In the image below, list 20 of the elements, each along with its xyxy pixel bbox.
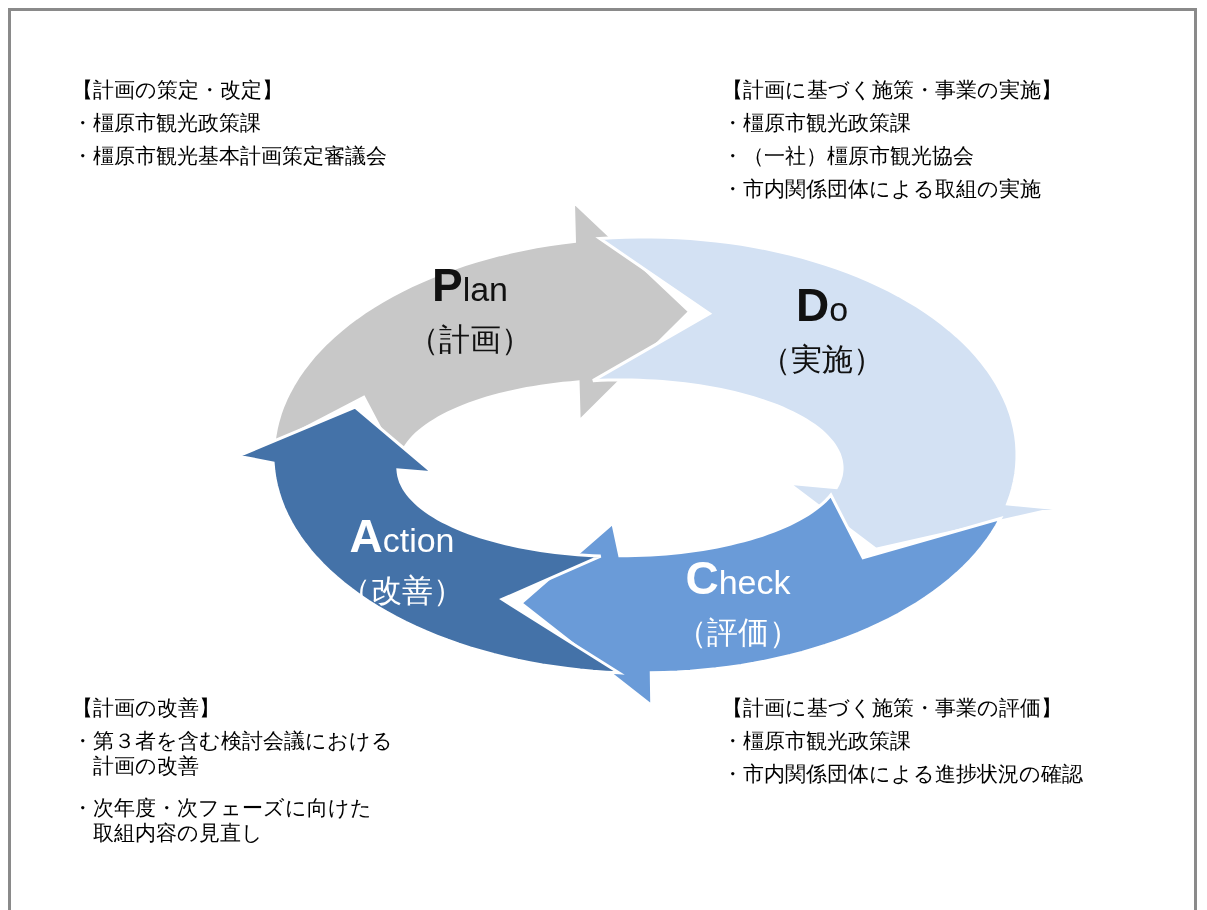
bullet-item: ・橿原市観光政策課 <box>722 111 911 137</box>
phase-name: Plan <box>431 262 508 308</box>
bullet-item: ・次年度・次フェーズに向けた取組内容の見直し <box>72 796 373 847</box>
section-heading: 【計画に基づく施策・事業の評価】 <box>722 696 1062 722</box>
phase-subtitle: （計画） <box>408 324 532 355</box>
phase-name: Action <box>349 513 455 559</box>
phase-subtitle: （実施） <box>760 344 884 375</box>
bullet-item: ・橿原市観光基本計画策定審議会 <box>72 144 387 170</box>
section-heading: 【計画の策定・改定】 <box>72 78 283 104</box>
phase-subtitle: （評価） <box>676 617 800 648</box>
bullet-item: ・橿原市観光政策課 <box>72 111 261 137</box>
section-heading: 【計画の改善】 <box>72 696 220 722</box>
phase-name: Do <box>795 282 849 328</box>
bullet-item: ・第３者を含む検討会議における計画の改善 <box>72 729 394 780</box>
bullet-item: ・（一社）橿原市観光協会 <box>722 144 974 170</box>
bullet-item: ・橿原市観光政策課 <box>722 729 911 755</box>
bullet-item: ・市内関係団体による取組の実施 <box>722 177 1041 203</box>
bullet-item: ・市内関係団体による進捗状況の確認 <box>722 762 1083 788</box>
phase-name: Check <box>685 555 791 601</box>
section-heading: 【計画に基づく施策・事業の実施】 <box>722 78 1062 104</box>
